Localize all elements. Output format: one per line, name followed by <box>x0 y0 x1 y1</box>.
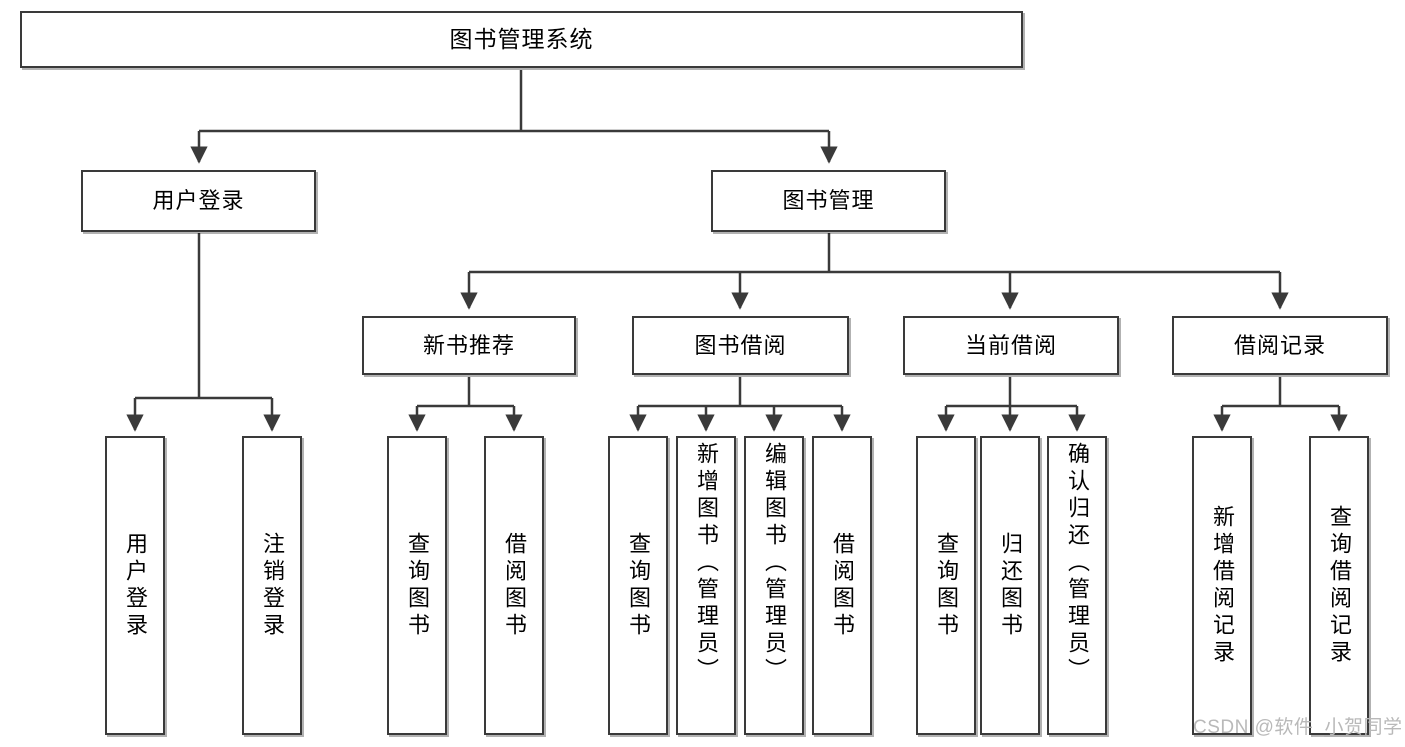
node-root[interactable]: 图书管理系统 <box>20 11 1023 68</box>
node-book-borrow-label: 图书借阅 <box>694 332 787 358</box>
node-user-login[interactable]: 用户登录 <box>81 170 316 232</box>
node-leaf-borrow-book-1[interactable]: 借阅图书 <box>484 436 544 735</box>
node-new-book-recommend-label: 新书推荐 <box>422 332 515 358</box>
node-user-login-label: 用户登录 <box>152 188 245 214</box>
node-leaf-user-logout[interactable]: 注销登录 <box>242 436 302 735</box>
node-leaf-add-record[interactable]: 新增借阅记录 <box>1192 436 1252 735</box>
node-leaf-user-login-label: 用户登录 <box>123 531 148 640</box>
node-leaf-query-book-2-label: 查询图书 <box>626 531 651 640</box>
node-leaf-confirm-return-label: 确认归还（管理员） <box>1065 442 1090 685</box>
node-leaf-edit-book[interactable]: 编辑图书（管理员） <box>744 436 804 735</box>
node-leaf-add-record-label: 新增借阅记录 <box>1210 504 1235 667</box>
node-leaf-query-record-label: 查询借阅记录 <box>1327 504 1352 667</box>
node-leaf-borrow-book-1-label: 借阅图书 <box>502 531 527 640</box>
node-leaf-query-book-1[interactable]: 查询图书 <box>387 436 447 735</box>
node-leaf-user-login[interactable]: 用户登录 <box>105 436 165 735</box>
node-leaf-query-book-3-label: 查询图书 <box>934 531 959 640</box>
node-leaf-borrow-book-2[interactable]: 借阅图书 <box>812 436 872 735</box>
node-leaf-query-book-2[interactable]: 查询图书 <box>608 436 668 735</box>
node-root-label: 图书管理系统 <box>449 26 594 53</box>
node-current-borrow-label: 当前借阅 <box>964 332 1057 358</box>
node-leaf-edit-book-label: 编辑图书（管理员） <box>762 442 787 685</box>
node-borrow-record-label: 借阅记录 <box>1233 332 1326 358</box>
node-leaf-query-book-3[interactable]: 查询图书 <box>916 436 976 735</box>
node-leaf-user-logout-label: 注销登录 <box>260 531 285 640</box>
node-leaf-return-book-label: 归还图书 <box>998 531 1023 640</box>
node-leaf-query-record[interactable]: 查询借阅记录 <box>1309 436 1369 735</box>
watermark-text: CSDN @软件_小贺同学 <box>1193 717 1403 738</box>
node-book-manage-label: 图书管理 <box>782 188 875 214</box>
node-current-borrow[interactable]: 当前借阅 <box>903 316 1119 375</box>
node-leaf-query-book-1-label: 查询图书 <box>405 531 430 640</box>
node-leaf-borrow-book-2-label: 借阅图书 <box>830 531 855 640</box>
node-book-manage[interactable]: 图书管理 <box>711 170 946 232</box>
node-new-book-recommend[interactable]: 新书推荐 <box>362 316 576 375</box>
node-leaf-add-book-label: 新增图书（管理员） <box>694 442 719 685</box>
node-leaf-return-book[interactable]: 归还图书 <box>980 436 1040 735</box>
node-leaf-confirm-return[interactable]: 确认归还（管理员） <box>1047 436 1107 735</box>
node-leaf-add-book[interactable]: 新增图书（管理员） <box>676 436 736 735</box>
node-book-borrow[interactable]: 图书借阅 <box>632 316 849 375</box>
node-borrow-record[interactable]: 借阅记录 <box>1172 316 1388 375</box>
